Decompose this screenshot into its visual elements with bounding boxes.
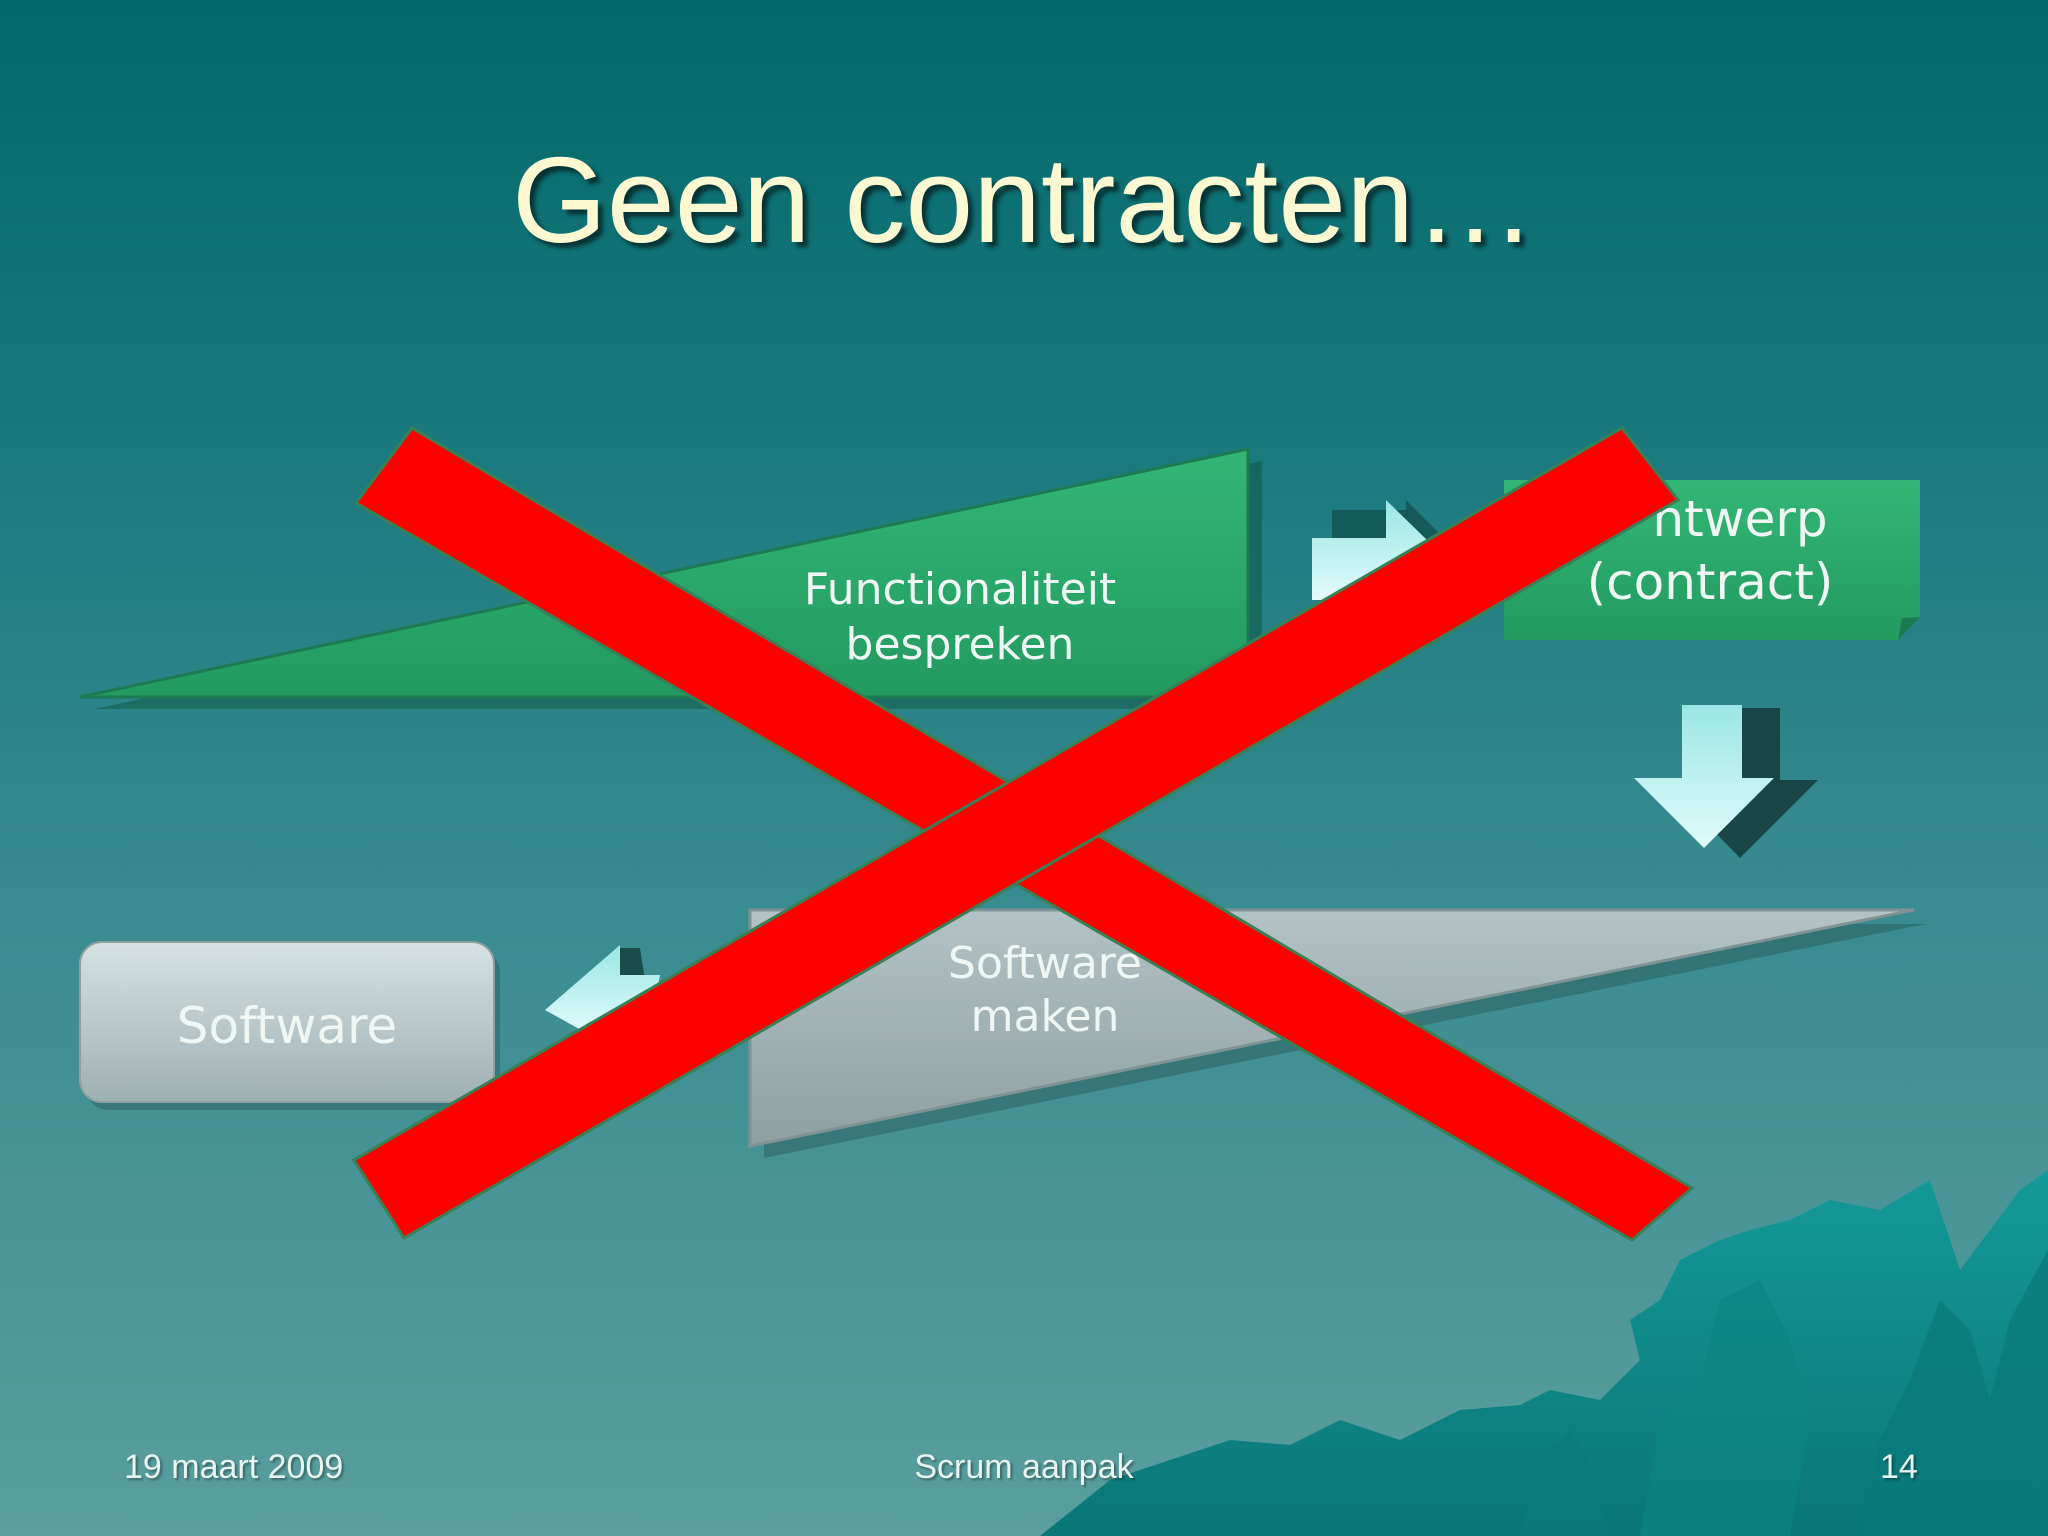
software-maken-label-line2: maken <box>970 990 1120 1042</box>
down-arrow-icon <box>1634 705 1818 858</box>
ontwerp-label: ntwerp (contract) <box>1530 488 1890 613</box>
functionaliteit-label-line2: bespreken <box>845 619 1075 670</box>
ontwerp-label-line1: ntwerp <box>1652 490 1828 548</box>
footer-date: 19 maart 2009 <box>124 1448 344 1486</box>
functionaliteit-label-line1: Functionaliteit <box>803 564 1117 615</box>
ontwerp-label-line2: (contract) <box>1586 552 1834 611</box>
footer-center-text: Scrum aanpak <box>914 1448 1134 1486</box>
mountain-decoration <box>1040 1170 2048 1536</box>
software-maken-label-line1: Software <box>948 938 1142 989</box>
software-box <box>79 941 500 1110</box>
software-label: Software <box>176 997 398 1055</box>
software-maken-label: Software maken <box>890 938 1200 1044</box>
cross-bar-up <box>351 426 1681 1241</box>
slide-title: Geen contracten… <box>511 132 1536 268</box>
functionaliteit-label: Functionaliteit bespreken <box>740 562 1180 672</box>
page-number: 14 <box>1880 1448 1918 1486</box>
